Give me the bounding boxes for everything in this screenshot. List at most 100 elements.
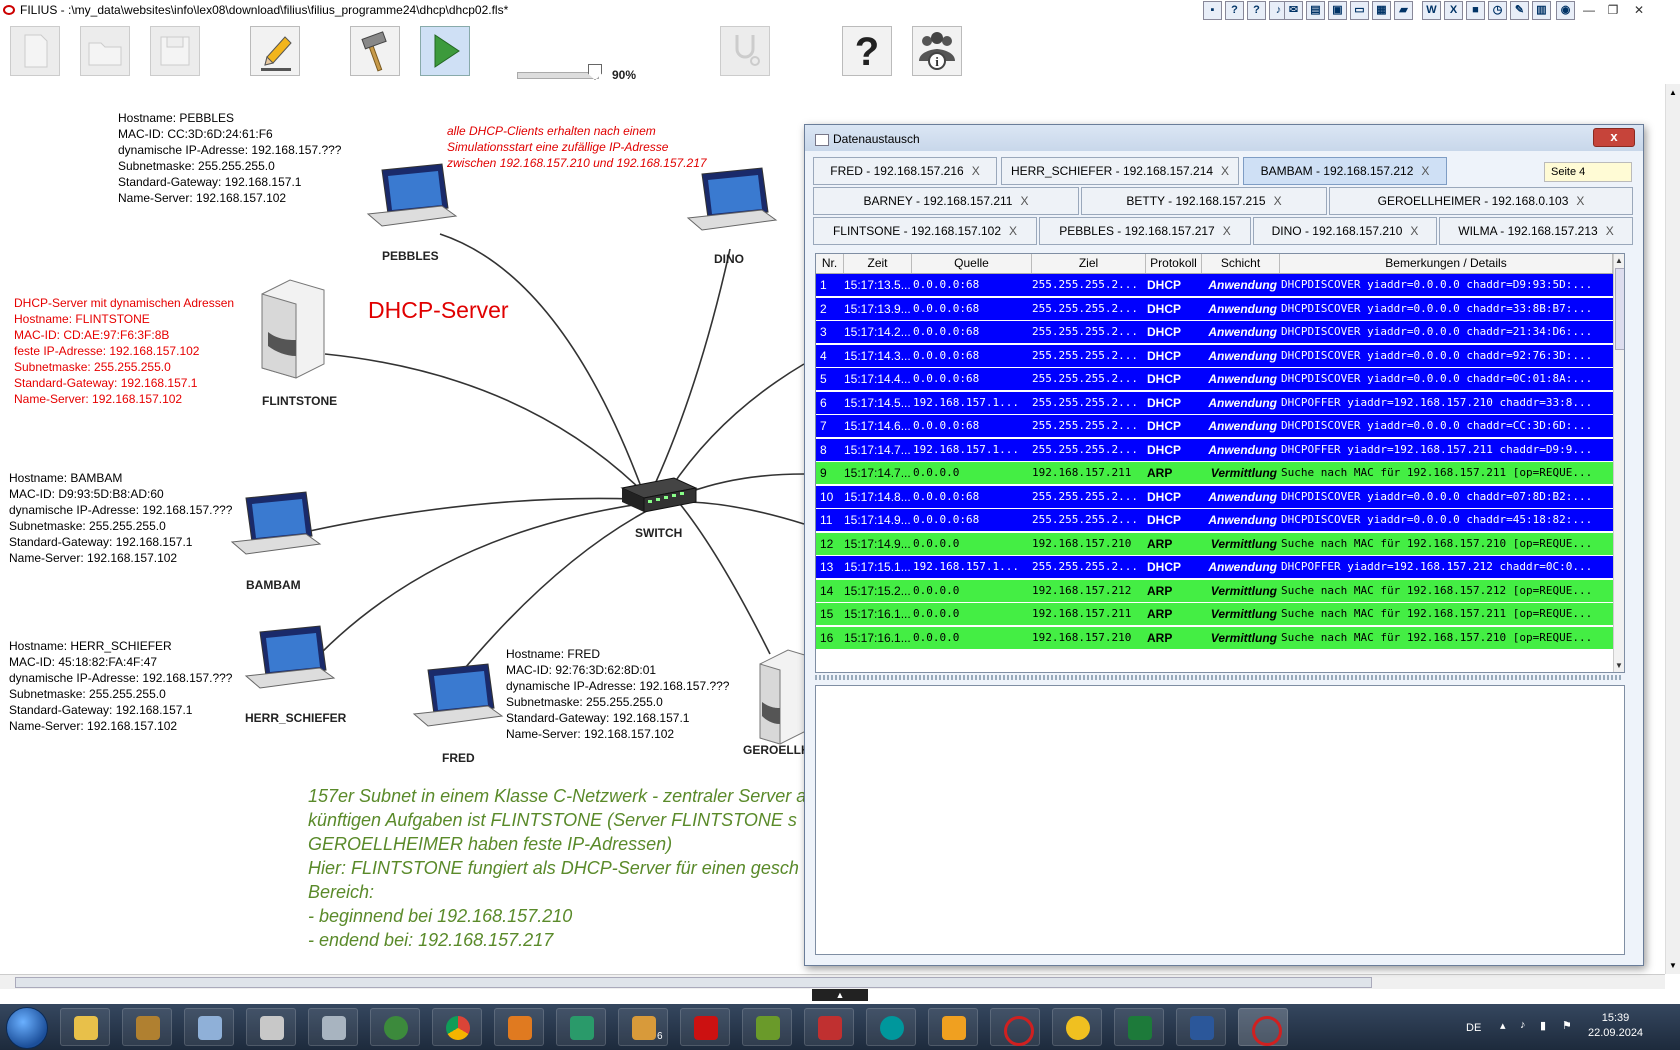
tab-close-icon[interactable]: X [1273, 194, 1282, 208]
column-header-quelle[interactable]: Quelle [912, 254, 1032, 273]
scroll-down-icon[interactable]: ▼ [1669, 961, 1677, 970]
maximize-button[interactable]: ❐ [1607, 3, 1619, 17]
excel-icon[interactable]: X [1444, 1, 1463, 20]
taskbar-app-compass[interactable] [122, 1008, 172, 1046]
collapse-panel-button[interactable]: ▲ [812, 989, 868, 1001]
laptop-dino[interactable] [686, 167, 778, 231]
taskbar-arduino[interactable] [866, 1008, 916, 1046]
speed-slider[interactable] [517, 72, 599, 79]
clipboard-icon[interactable]: ▣ [1328, 1, 1347, 20]
tab-close-icon[interactable]: X [1576, 194, 1585, 208]
laptop-pebbles[interactable] [366, 163, 458, 227]
switch-device[interactable] [620, 477, 698, 513]
column-header-details[interactable]: Bemerkungen / Details [1280, 254, 1613, 273]
scroll-up-icon[interactable]: ▲ [1615, 256, 1623, 265]
split-pane-divider[interactable] [815, 675, 1623, 680]
canvas-vertical-scrollbar[interactable]: ▲ ▼ [1665, 84, 1680, 974]
tab-close-icon[interactable]: X [971, 164, 980, 178]
taskbar-app-orange[interactable] [928, 1008, 978, 1046]
start-button[interactable] [6, 1007, 48, 1049]
tab-close-icon[interactable]: X [1009, 224, 1018, 238]
taskbar-filius-active[interactable] [1238, 1008, 1288, 1046]
document-icon[interactable]: ▤ [1306, 1, 1325, 20]
tab-close-icon[interactable]: X [1222, 224, 1231, 238]
close-button[interactable]: ✕ [1633, 3, 1645, 17]
column-header-zeit[interactable]: Zeit [844, 254, 912, 273]
taskbar-explorer[interactable] [60, 1008, 110, 1046]
taskbar-app-green[interactable] [556, 1008, 606, 1046]
column-header-schicht[interactable]: Schicht [1202, 254, 1280, 273]
taskbar-app-check[interactable] [1052, 1008, 1102, 1046]
taskbar-word[interactable] [1176, 1008, 1226, 1046]
table-scrollbar[interactable]: ▲ ▼ [1613, 254, 1624, 672]
cable-tool-button[interactable] [350, 26, 400, 76]
taskbar-clock[interactable]: 15:39 22.09.2024 [1588, 1011, 1643, 1041]
speed-slider-knob[interactable] [588, 64, 602, 80]
help-button[interactable]: ? [842, 26, 892, 76]
table-scroll-thumb[interactable] [1615, 268, 1624, 350]
new-file-button[interactable] [10, 26, 60, 76]
server-geroellheimer-device[interactable] [759, 649, 809, 745]
taskbar-calculator[interactable] [308, 1008, 358, 1046]
taskbar-media[interactable] [494, 1008, 544, 1046]
quick-launch-icon[interactable]: ▪ [1203, 1, 1222, 20]
tab-close-icon[interactable]: X [1410, 224, 1419, 238]
save-file-button[interactable] [150, 26, 200, 76]
taskbar-app-pl[interactable] [680, 1008, 730, 1046]
language-indicator[interactable]: DE [1466, 1022, 1482, 1034]
dialog-close-button[interactable]: x [1593, 128, 1635, 147]
server-flintstone-device[interactable] [261, 279, 325, 379]
design-mode-button[interactable] [250, 26, 300, 76]
taskbar-app-pages[interactable] [246, 1008, 296, 1046]
taskbar-excel[interactable] [1114, 1008, 1164, 1046]
column-header-nr[interactable]: Nr. [816, 254, 844, 273]
simulation-mode-button[interactable] [420, 26, 470, 76]
taskbar-app-chart[interactable] [742, 1008, 792, 1046]
network-icon[interactable]: ▮ [1540, 1020, 1547, 1032]
app-red-icon[interactable]: ■ [1466, 1, 1485, 20]
app-clock-icon[interactable]: ◷ [1488, 1, 1507, 20]
laptop-herr-schiefer[interactable] [244, 625, 336, 689]
help-icon-2[interactable]: ? [1247, 1, 1266, 20]
app-blue-icon[interactable]: ◉ [1556, 1, 1575, 20]
column-header-protokoll[interactable]: Protokoll [1146, 254, 1202, 273]
taskbar-paint[interactable]: 6 [618, 1008, 668, 1046]
mail-icon[interactable]: ✉ [1284, 1, 1303, 20]
speaker-icon[interactable]: ♪ [1520, 1019, 1526, 1031]
column-header-ziel[interactable]: Ziel [1032, 254, 1146, 273]
taskbar-app-notebook[interactable] [184, 1008, 234, 1046]
horizontal-scroll-thumb[interactable] [15, 977, 1372, 988]
laptop-fred[interactable] [412, 663, 504, 727]
scroll-up-icon[interactable]: ▲ [1669, 88, 1677, 97]
app-chart-icon[interactable]: ▥ [1532, 1, 1551, 20]
notes-icon[interactable]: ▦ [1372, 1, 1391, 20]
stethoscope-button[interactable] [720, 26, 770, 76]
laptop-bambam[interactable] [230, 491, 322, 555]
